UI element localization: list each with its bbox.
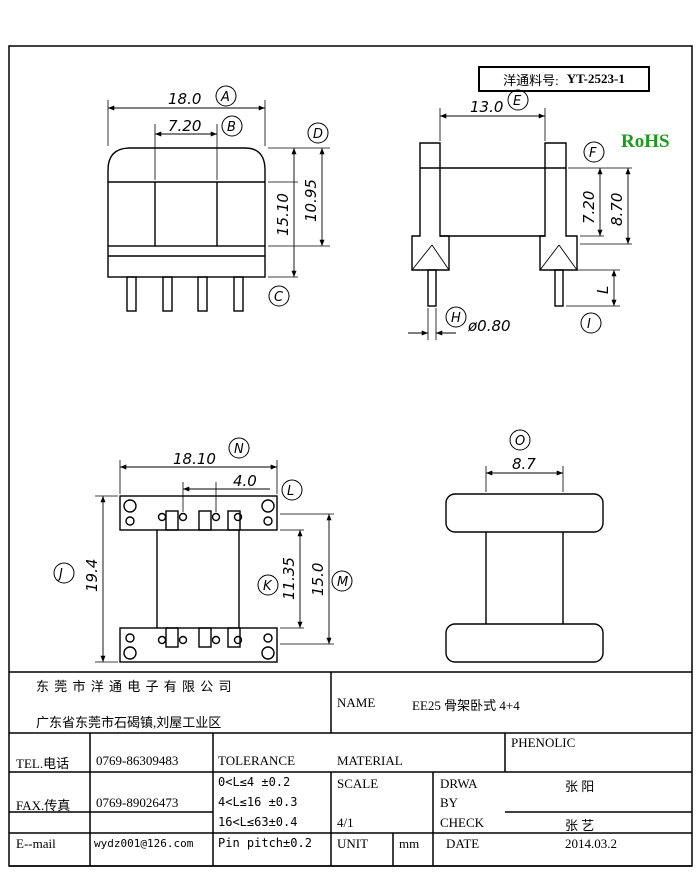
dim-base-length: 19.4 bbox=[83, 559, 101, 592]
fax-label: FAX.传真 bbox=[16, 798, 71, 813]
side-view-labels: 13.0 E F 7.20 8.70 L H ø0.80 I bbox=[451, 94, 626, 335]
pin bbox=[126, 276, 137, 312]
rohs-mark: RoHS bbox=[621, 131, 670, 152]
dim-inner-span: 11.35 bbox=[280, 557, 298, 600]
dim-core-width: 8.7 bbox=[512, 455, 536, 473]
pin bbox=[197, 276, 208, 312]
balloon-b: B bbox=[227, 120, 236, 135]
dim-pin-diameter: ø0.80 bbox=[467, 317, 511, 335]
email-label: E--mail bbox=[16, 836, 56, 851]
pin bbox=[162, 276, 173, 312]
right-flange bbox=[539, 142, 578, 271]
dim-pin-row-span: 15.0 bbox=[309, 563, 327, 596]
dim-flange-span: 13.0 bbox=[470, 98, 503, 116]
part-number-box: 洋通料号: YT-2523-1 bbox=[478, 66, 650, 92]
tolerance-range-1: 0<L≤4 ±0.2 bbox=[218, 775, 291, 789]
dim-pin-pitch: 4.0 bbox=[233, 472, 257, 490]
title-block-grid bbox=[9, 671, 692, 867]
dim-window: 7.20 bbox=[168, 117, 201, 135]
front-view bbox=[107, 85, 330, 312]
part-number-label: 洋通料号: bbox=[503, 72, 559, 88]
name-value: EE25 骨架卧式 4+4 bbox=[412, 698, 520, 713]
bobbin-body-outline bbox=[107, 147, 266, 246]
top-flange bbox=[445, 493, 604, 533]
pin bbox=[554, 269, 564, 307]
tolerance-label: TOLERANCE bbox=[218, 753, 296, 768]
dim-pin-length: L bbox=[594, 286, 612, 294]
company-name: 东 莞 市 洋 通 电 子 有 限 公 司 bbox=[36, 679, 233, 694]
balloon-a: A bbox=[220, 90, 230, 105]
scale-value: 4/1 bbox=[337, 815, 354, 830]
material-value: PHENOLIC bbox=[511, 735, 576, 750]
sheet-border bbox=[8, 45, 693, 867]
left-flange bbox=[411, 142, 450, 271]
tel-value: 0769-86309483 bbox=[96, 753, 179, 768]
balloon-f: F bbox=[589, 146, 597, 161]
balloon-e: E bbox=[513, 94, 522, 109]
material-label: MATERIAL bbox=[337, 753, 403, 768]
tolerance-pin-pitch: Pin pitch±0.2 bbox=[218, 836, 312, 850]
company-address: 广东省东莞市石碣镇,刘屋工业区 bbox=[36, 715, 222, 730]
balloon-i: I bbox=[587, 317, 591, 332]
balloon-k: K bbox=[263, 579, 273, 594]
dim-width: 18.0 bbox=[168, 90, 201, 108]
date-value: 2014.03.2 bbox=[565, 836, 617, 851]
dim-height-total: 15.10 bbox=[274, 193, 292, 236]
part-number-value: YT-2523-1 bbox=[566, 71, 625, 86]
end-view bbox=[445, 429, 604, 663]
bobbin-base bbox=[107, 245, 266, 278]
dim-base-width: 18.10 bbox=[173, 450, 216, 468]
tel-label: TEL.电话 bbox=[16, 756, 70, 771]
pin bbox=[233, 276, 244, 312]
balloon-j: J bbox=[56, 567, 63, 582]
balloon-n: N bbox=[234, 442, 244, 457]
front-view-labels: 18.0 A 7.20 B D 15.10 10.95 C bbox=[168, 90, 323, 305]
check-label: CHECK bbox=[440, 815, 485, 830]
dim-window-height: 7.20 bbox=[580, 191, 598, 224]
unit-label: UNIT bbox=[337, 836, 369, 851]
dim-height-body: 10.95 bbox=[302, 179, 320, 222]
unit-value: mm bbox=[399, 836, 420, 851]
check-value: 张 艺 bbox=[565, 818, 595, 833]
side-view bbox=[408, 89, 632, 340]
balloon-m: M bbox=[337, 575, 348, 590]
tolerance-range-3: 16<L≤63±0.4 bbox=[218, 815, 298, 829]
balloon-c: C bbox=[274, 290, 284, 305]
end-view-labels: O 8.7 bbox=[512, 434, 536, 473]
balloon-l: L bbox=[287, 484, 294, 499]
email-value: wydz001@126.com bbox=[94, 837, 194, 850]
balloon-d: D bbox=[313, 127, 323, 142]
bottom-flange bbox=[445, 623, 604, 663]
fax-value: 0769-89026473 bbox=[96, 795, 179, 810]
drawn-label-1: DRWA bbox=[440, 776, 478, 791]
scale-label: SCALE bbox=[337, 776, 379, 791]
name-label: NAME bbox=[337, 695, 376, 710]
drawn-label-2: BY bbox=[440, 795, 459, 810]
date-label: DATE bbox=[446, 836, 480, 851]
balloon-o: O bbox=[515, 434, 525, 449]
pin bbox=[427, 269, 437, 307]
bottom-view-labels: 18.10 N 4.0 L J 19.4 K 11.35 15.0 M bbox=[56, 442, 348, 600]
bottom-view bbox=[53, 437, 353, 663]
tolerance-range-2: 4<L≤16 ±0.3 bbox=[218, 795, 298, 809]
drawn-by-value: 张 阳 bbox=[565, 779, 595, 794]
dim-core-height: 8.70 bbox=[608, 193, 626, 226]
balloon-h: H bbox=[451, 311, 461, 326]
